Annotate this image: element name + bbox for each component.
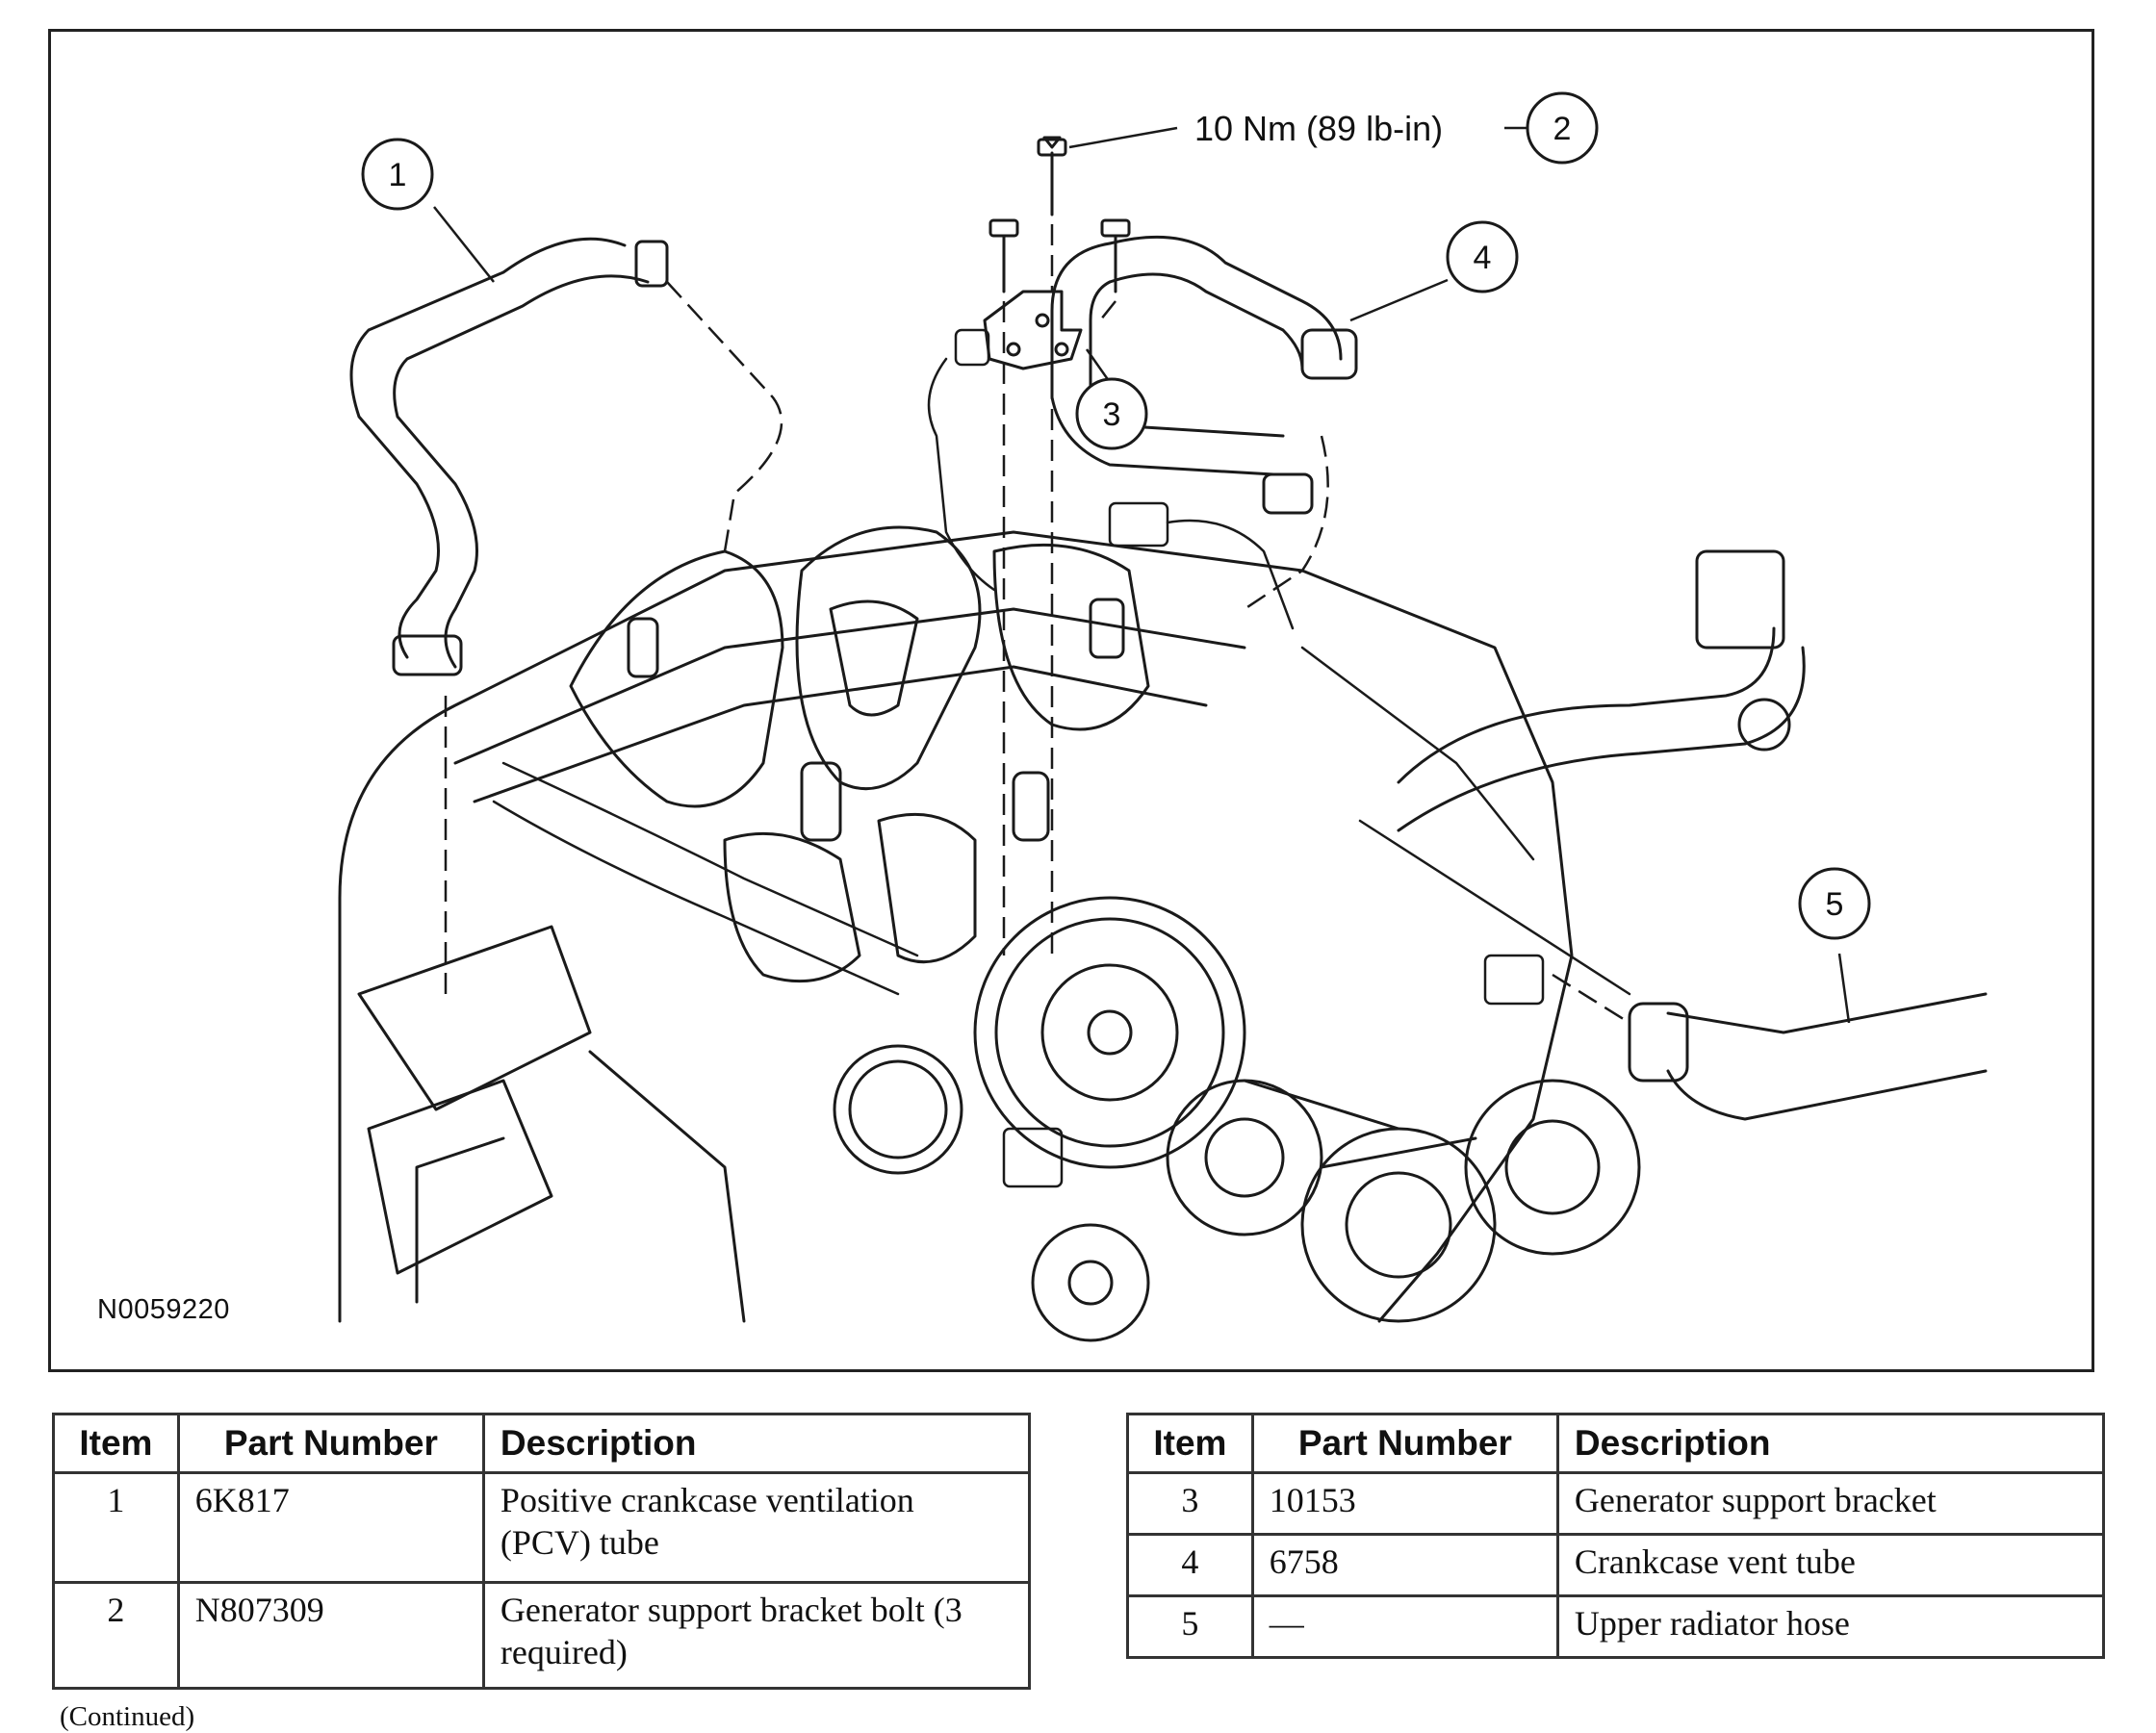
- cell-part-number: 6758: [1250, 1533, 1559, 1597]
- alignment-lines: [444, 224, 1630, 1025]
- svg-text:5: 5: [1826, 886, 1844, 923]
- svg-text:4: 4: [1474, 240, 1492, 276]
- svg-text:1: 1: [389, 157, 407, 193]
- parts-table-right: Item Part Number Description 3 10153 Gen…: [1126, 1413, 2106, 1659]
- callout-3: 3: [1075, 377, 1148, 450]
- table-row: 4 6758 Crankcase vent tube: [1126, 1533, 2106, 1597]
- crankcase-vent-tube: [1050, 235, 1358, 515]
- cell-item: 1: [52, 1471, 180, 1584]
- parts-table-left: Item Part Number Description 1 6K817 Pos…: [52, 1413, 1032, 1690]
- pcv-tube-hose: [349, 237, 669, 676]
- callout-1: 1: [361, 138, 434, 211]
- pulleys: [1031, 1079, 1641, 1342]
- engine-diagram-figure: 1 2 3 4 5 10 Nm (89 lb-in) N0059220: [48, 29, 2094, 1372]
- cell-description: Generator support bracket bolt (3 requir…: [481, 1581, 1032, 1690]
- svg-text:3: 3: [1103, 396, 1121, 433]
- bracket-bolts: [988, 136, 1131, 293]
- figure-id-code: N0059220: [97, 1294, 230, 1325]
- engine-illustration: 1 2 3 4 5 10 Nm (89 lb-in): [338, 91, 1988, 1342]
- callout-2: 2: [1526, 91, 1599, 165]
- cell-part-number: 10153: [1250, 1471, 1559, 1536]
- cell-part-number: N807309: [176, 1581, 485, 1690]
- column-header-description: Description: [1555, 1413, 2106, 1474]
- cell-part-number: —: [1250, 1594, 1559, 1659]
- cell-description: Generator support bracket: [1555, 1471, 2106, 1536]
- callout-4: 4: [1446, 220, 1519, 293]
- cell-description: Positive crankcase ventilation (PCV) tub…: [481, 1471, 1032, 1584]
- generator-support-bracket: [983, 290, 1083, 370]
- continued-note: (Continued): [60, 1701, 195, 1732]
- callout-leaders: [433, 126, 1851, 1024]
- generator: [973, 896, 1246, 1169]
- table-row: 2 N807309 Generator support bracket bolt…: [52, 1581, 1032, 1690]
- column-header-item: Item: [52, 1413, 180, 1474]
- table-row: 3 10153 Generator support bracket: [1126, 1471, 2106, 1536]
- upper-radiator-hose: [1628, 992, 1988, 1121]
- callout-5: 5: [1798, 867, 1871, 940]
- oil-filler-cap: [833, 1044, 963, 1175]
- cell-item: 2: [52, 1581, 180, 1690]
- column-header-part-number: Part Number: [1250, 1413, 1559, 1474]
- right-hose-assembly: [1397, 549, 1806, 832]
- cell-description: Upper radiator hose: [1555, 1594, 2106, 1659]
- table-row: 5 — Upper radiator hose: [1126, 1594, 2106, 1659]
- intake-manifold: [569, 525, 1150, 983]
- wiring-harness: [492, 328, 1631, 1188]
- cell-item: 3: [1126, 1471, 1254, 1536]
- column-header-part-number: Part Number: [176, 1413, 485, 1474]
- torque-spec-label: 10 Nm (89 lb-in): [1194, 109, 1443, 148]
- table-row: 1 6K817 Positive crankcase ventilation (…: [52, 1471, 1032, 1584]
- engine-block: [338, 530, 1574, 1323]
- cell-item: 5: [1126, 1594, 1254, 1659]
- cell-description: Crankcase vent tube: [1555, 1533, 2106, 1597]
- cell-item: 4: [1126, 1533, 1254, 1597]
- cell-part-number: 6K817: [176, 1471, 485, 1584]
- column-header-item: Item: [1126, 1413, 1254, 1474]
- column-header-description: Description: [481, 1413, 1032, 1474]
- table-header-row: Item Part Number Description: [1126, 1413, 2106, 1474]
- svg-text:2: 2: [1553, 111, 1572, 147]
- table-header-row: Item Part Number Description: [52, 1413, 1032, 1474]
